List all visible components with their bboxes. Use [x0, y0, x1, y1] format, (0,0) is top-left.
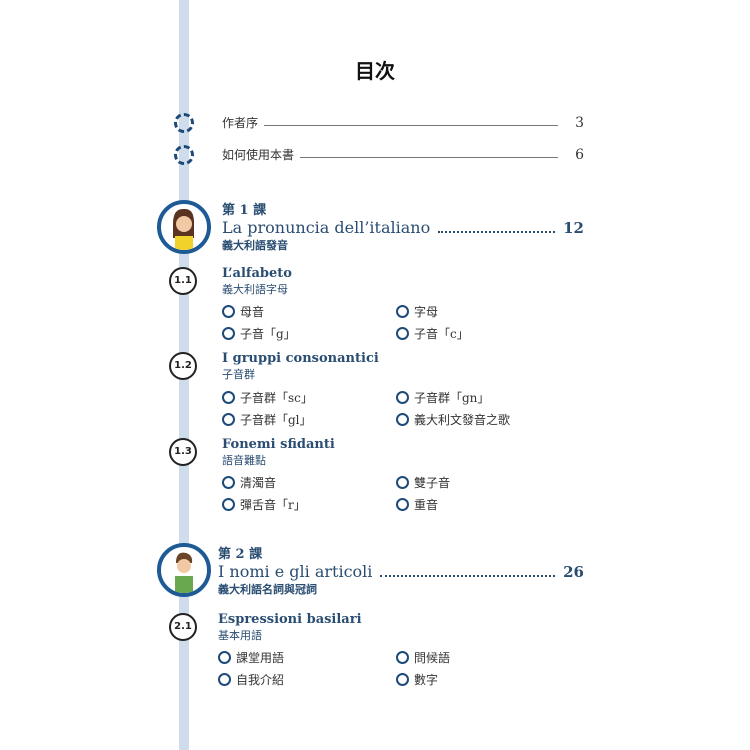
circle-bullet-icon — [396, 413, 409, 426]
topic-item[interactable]: 子音「c」 — [396, 325, 469, 342]
section-2-1[interactable]: Espressioni basilari 基本用語 — [218, 612, 362, 643]
circle-bullet-icon — [222, 327, 235, 340]
topic-label: 義大利文發音之歌 — [414, 413, 511, 427]
section-title: Espressioni basilari — [218, 612, 362, 627]
lesson-1-avatar — [157, 200, 211, 254]
topic-item[interactable]: 清濁音 — [222, 474, 276, 491]
page-number: 26 — [563, 563, 584, 581]
section-badge: 1.1 — [169, 267, 197, 295]
page-number: 6 — [575, 146, 584, 163]
section-badge: 1.2 — [169, 352, 197, 380]
circle-bullet-icon — [396, 391, 409, 404]
topic-item[interactable]: 自我介紹 — [218, 671, 284, 688]
topic-item[interactable]: 子音群「gn」 — [396, 389, 489, 406]
circle-bullet-icon — [396, 651, 409, 664]
entry-label: 如何使用本書 — [222, 148, 295, 162]
section-subtitle: 基本用語 — [218, 629, 262, 642]
topic-label: 子音群「gl」 — [240, 413, 312, 427]
leader-line — [300, 157, 558, 158]
lesson-2-entry[interactable]: 第 2 課 I nomi e gli articoli 26 義大利語名詞與冠詞 — [218, 543, 584, 597]
topic-label: 清濁音 — [240, 476, 277, 490]
section-title: Fonemi sfidanti — [222, 437, 335, 452]
circle-bullet-icon — [222, 413, 235, 426]
topic-item[interactable]: 子音群「gl」 — [222, 411, 312, 428]
section-1-2[interactable]: I gruppi consonantici 子音群 — [222, 351, 379, 382]
lesson-subtitle: 義大利語名詞與冠詞 — [218, 583, 317, 596]
topic-label: 彈舌音「r」 — [240, 498, 306, 512]
section-subtitle: 語音難點 — [222, 454, 266, 467]
circle-bullet-icon — [222, 305, 235, 318]
circle-bullet-icon — [396, 476, 409, 489]
circle-bullet-icon — [396, 673, 409, 686]
section-badge: 2.1 — [169, 613, 197, 641]
topic-item[interactable]: 子音群「sc」 — [222, 389, 313, 406]
topic-item[interactable]: 字母 — [396, 303, 438, 320]
topic-item[interactable]: 課堂用語 — [218, 649, 284, 666]
topic-item[interactable]: 雙子音 — [396, 474, 450, 491]
dashed-circle-icon — [174, 145, 194, 165]
topic-label: 子音群「sc」 — [240, 391, 313, 405]
lesson-title: I nomi e gli articoli — [218, 562, 373, 581]
topic-item[interactable]: 問候語 — [396, 649, 450, 666]
section-title: L’alfabeto — [222, 266, 292, 281]
section-subtitle: 子音群 — [222, 368, 255, 381]
lesson-subtitle: 義大利語發音 — [222, 239, 288, 252]
lesson-2-avatar — [157, 543, 211, 597]
topic-label: 雙子音 — [414, 476, 451, 490]
topic-label: 子音「c」 — [414, 327, 469, 341]
topic-label: 數字 — [414, 673, 439, 687]
dashed-circle-icon — [174, 113, 194, 133]
topic-item[interactable]: 母音 — [222, 303, 264, 320]
topic-item[interactable]: 子音「g」 — [222, 325, 296, 342]
toc-entry-how-to-use[interactable]: 如何使用本書 6 — [222, 146, 584, 163]
lesson-number: 第 1 課 — [222, 203, 267, 218]
circle-bullet-icon — [396, 327, 409, 340]
topic-label: 自我介紹 — [236, 673, 285, 687]
topic-item[interactable]: 義大利文發音之歌 — [396, 411, 510, 428]
lesson-title: La pronuncia dell’italiano — [222, 218, 431, 237]
topic-item[interactable]: 重音 — [396, 496, 438, 513]
leader-line — [264, 125, 558, 126]
circle-bullet-icon — [222, 391, 235, 404]
page-number: 3 — [575, 114, 584, 131]
topic-label: 課堂用語 — [236, 651, 285, 665]
section-subtitle: 義大利語字母 — [222, 283, 288, 296]
topic-item[interactable]: 數字 — [396, 671, 438, 688]
circle-bullet-icon — [218, 651, 231, 664]
page-number: 12 — [563, 219, 584, 237]
lesson-number: 第 2 課 — [218, 547, 263, 562]
entry-label: 作者序 — [222, 116, 259, 130]
topic-label: 字母 — [414, 305, 439, 319]
section-badge: 1.3 — [169, 438, 197, 466]
section-title: I gruppi consonantici — [222, 351, 379, 366]
topic-label: 母音 — [240, 305, 265, 319]
circle-bullet-icon — [396, 498, 409, 511]
circle-bullet-icon — [396, 305, 409, 318]
page-title: 目次 — [355, 59, 395, 83]
topic-label: 重音 — [414, 498, 439, 512]
section-1-1[interactable]: L’alfabeto 義大利語字母 — [222, 266, 292, 297]
section-1-3[interactable]: Fonemi sfidanti 語音難點 — [222, 437, 335, 468]
topic-item[interactable]: 彈舌音「r」 — [222, 496, 306, 513]
topic-label: 問候語 — [414, 651, 451, 665]
circle-bullet-icon — [222, 476, 235, 489]
leader-dots — [438, 231, 556, 233]
toc-entry-preface[interactable]: 作者序 3 — [222, 114, 584, 131]
lesson-1-entry[interactable]: 第 1 課 La pronuncia dell’italiano 12 義大利語發… — [222, 199, 584, 253]
leader-dots — [380, 575, 556, 577]
topic-label: 子音群「gn」 — [414, 391, 490, 405]
circle-bullet-icon — [218, 673, 231, 686]
circle-bullet-icon — [222, 498, 235, 511]
topic-label: 子音「g」 — [240, 327, 296, 341]
